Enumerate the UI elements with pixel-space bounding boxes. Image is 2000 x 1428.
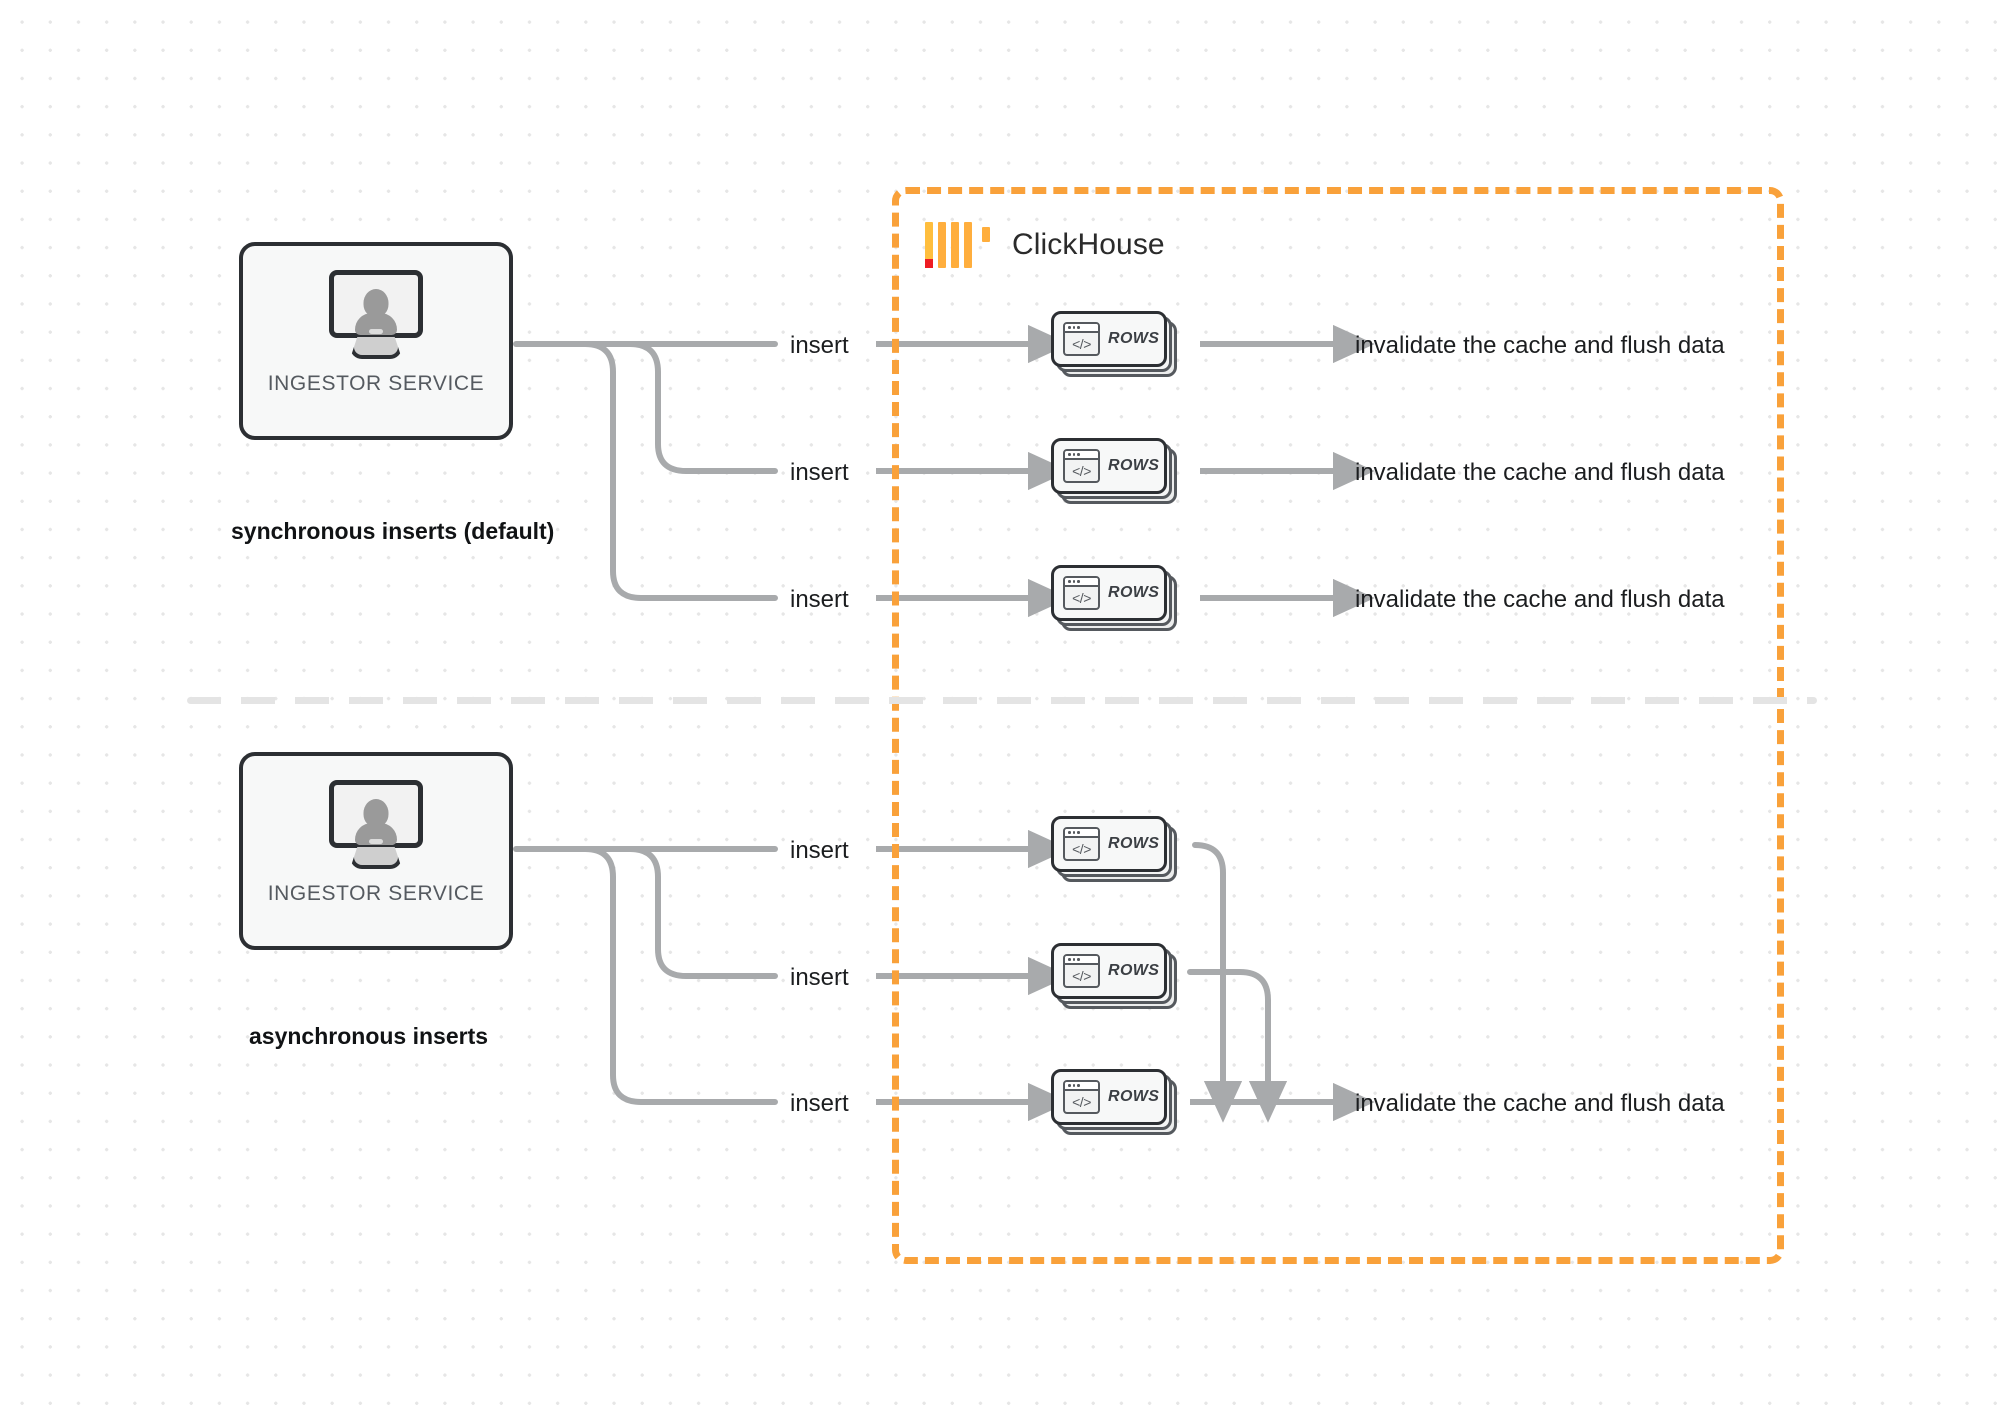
monitor-user-icon — [329, 270, 423, 360]
code-glyph: </> — [1072, 1093, 1091, 1110]
code-glyph: </> — [1072, 967, 1091, 984]
code-glyph: </> — [1072, 589, 1091, 606]
insert-label-async-1: insert — [790, 837, 849, 864]
code-window-icon: </> — [1063, 954, 1100, 988]
insert-label-sync-3: insert — [790, 586, 849, 613]
monitor-user-icon — [329, 780, 423, 870]
clickhouse-boundary — [892, 187, 1784, 1264]
code-glyph: </> — [1072, 840, 1091, 857]
flush-label-sync-2: invalidate the cache and flush data — [1355, 459, 1725, 486]
rows-card-async-1[interactable]: </> ROWS — [1051, 816, 1177, 882]
ingestor-service-label-async: INGESTOR SERVICE — [267, 882, 485, 905]
sync-branch-row3 — [582, 341, 778, 601]
rows-card-sync-3[interactable]: </> ROWS — [1051, 565, 1177, 631]
code-window-icon: </> — [1063, 322, 1100, 356]
async-branch-row3 — [582, 846, 778, 1105]
rows-card-label: ROWS — [1108, 835, 1160, 852]
rows-card-label: ROWS — [1108, 1088, 1160, 1105]
rows-card-async-2[interactable]: </> ROWS — [1051, 943, 1177, 1009]
flush-label-sync-1: invalidate the cache and flush data — [1355, 332, 1725, 359]
code-window-icon: </> — [1063, 827, 1100, 861]
insert-label-async-3: insert — [790, 1090, 849, 1117]
rows-card-label: ROWS — [1108, 457, 1160, 474]
section-caption-sync: synchronous inserts (default) — [231, 518, 555, 544]
flush-label-async: invalidate the cache and flush data — [1355, 1090, 1725, 1117]
rows-card-async-3[interactable]: </> ROWS — [1051, 1069, 1177, 1135]
async-branch-row2 — [627, 846, 778, 979]
code-window-icon: </> — [1063, 449, 1100, 483]
insert-label-sync-1: insert — [790, 332, 849, 359]
clickhouse-logo-icon — [925, 222, 977, 268]
flush-label-sync-3: invalidate the cache and flush data — [1355, 586, 1725, 613]
ingestor-service-label-sync: INGESTOR SERVICE — [267, 372, 485, 395]
clickhouse-brand: ClickHouse — [925, 222, 1165, 268]
section-caption-async: asynchronous inserts — [249, 1023, 489, 1049]
rows-card-sync-2[interactable]: </> ROWS — [1051, 438, 1177, 504]
rows-card-label: ROWS — [1108, 962, 1160, 979]
rows-card-sync-1[interactable]: </> ROWS — [1051, 311, 1177, 377]
rows-card-label: ROWS — [1108, 330, 1160, 347]
code-window-icon: </> — [1063, 1080, 1100, 1114]
ingestor-service-sync[interactable]: INGESTOR SERVICE — [239, 242, 513, 440]
insert-label-sync-2: insert — [790, 459, 849, 486]
code-glyph: </> — [1072, 462, 1091, 479]
rows-card-label: ROWS — [1108, 584, 1160, 601]
insert-label-async-2: insert — [790, 964, 849, 991]
clickhouse-wordmark: ClickHouse — [1012, 228, 1165, 261]
clickhouse-logo-accent — [982, 227, 990, 242]
code-glyph: </> — [1072, 335, 1091, 352]
sync-branch-row2 — [627, 341, 778, 474]
ingestor-service-async[interactable]: INGESTOR SERVICE — [239, 752, 513, 950]
section-divider — [187, 697, 1817, 704]
code-window-icon: </> — [1063, 576, 1100, 610]
